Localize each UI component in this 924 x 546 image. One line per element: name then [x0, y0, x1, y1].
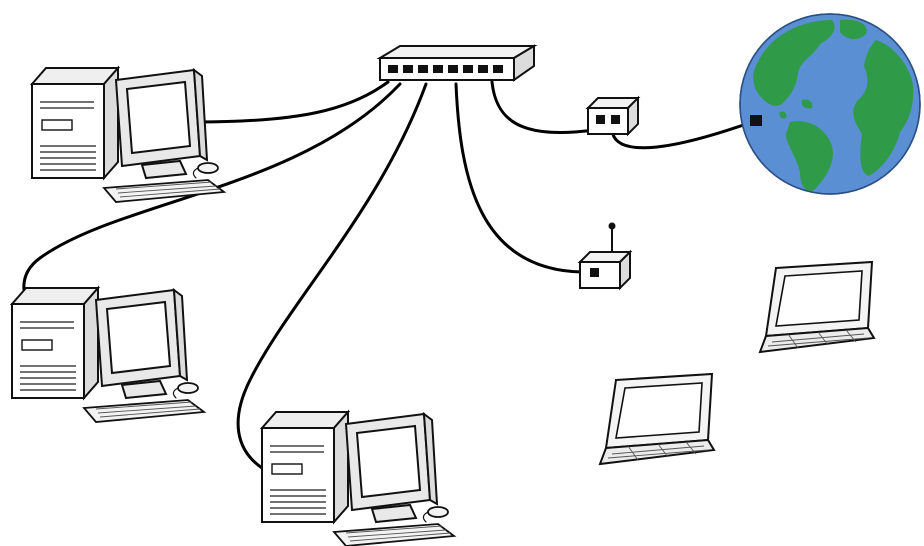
laptop-2: [599, 373, 715, 465]
desktop-computer-icon: [31, 67, 225, 203]
modem-icon: [585, 95, 641, 137]
laptop-1: [759, 261, 875, 353]
workstation-3: [261, 411, 455, 546]
desktop-computer-icon: [261, 411, 455, 546]
network-cables: [22, 80, 754, 470]
wireless-access-point: [577, 222, 633, 291]
network-switch: [376, 44, 538, 82]
cable-switch-to-workstation-3: [236, 82, 428, 470]
desktop-computer-icon: [11, 287, 205, 423]
laptop-icon: [759, 261, 875, 353]
internet: [739, 13, 921, 195]
cable-switch-to-modem: [490, 80, 596, 135]
wireless-access-point-icon: [577, 222, 633, 291]
laptop-icon: [599, 373, 715, 465]
cable-switch-to-workstation-2: [22, 82, 402, 302]
cable-switch-to-access-point: [454, 82, 584, 274]
modem: [585, 95, 641, 137]
switch-icon: [376, 44, 538, 82]
cable-switch-to-workstation-1: [194, 80, 390, 124]
workstation-2: [11, 287, 205, 423]
switch-ports: [388, 65, 503, 73]
workstation-1: [31, 67, 225, 203]
cable-modem-to-internet: [610, 120, 754, 150]
globe-icon: [739, 13, 921, 195]
